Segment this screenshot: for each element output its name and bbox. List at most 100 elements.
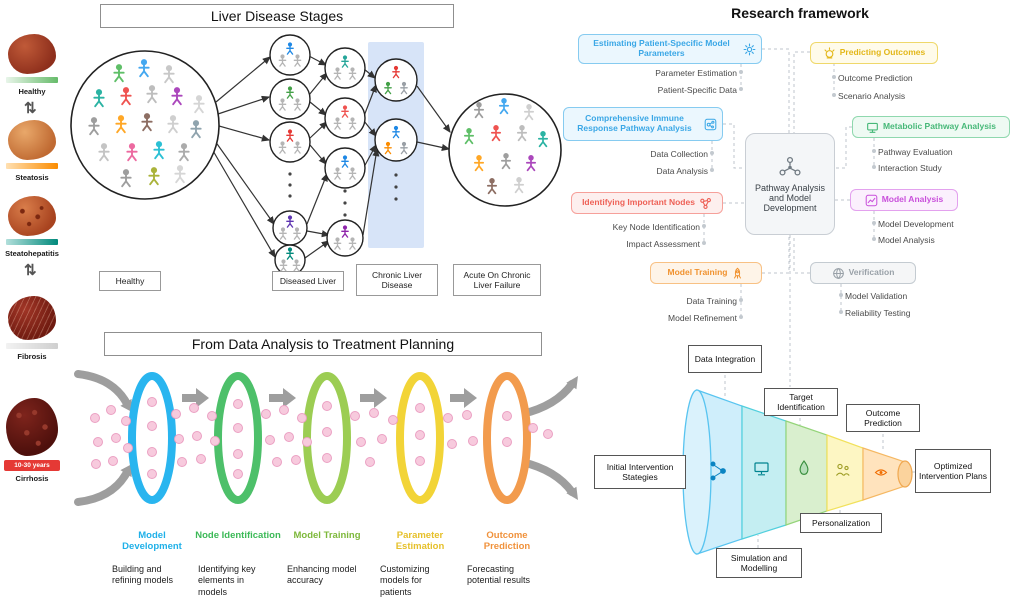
steatohepatitis-liver-image xyxy=(8,196,56,236)
sub-item: Reliability Testing xyxy=(845,308,911,318)
steatohepatitis-stage-label: Steatohepatitis xyxy=(5,249,59,258)
liver-stages-title: Liver Disease Stages xyxy=(100,4,454,28)
branch-label: Estimating Patient-Specific Model Parame… xyxy=(593,38,730,58)
steatosis-stage-label: Steatosis xyxy=(15,173,49,182)
pipeline-stage-label: Model Development xyxy=(122,530,182,553)
sub-item: Key Node Identification xyxy=(612,222,700,232)
flow-arrows xyxy=(211,55,451,259)
funnel-label-outcome-prediction: Outcome Prediction xyxy=(846,404,920,432)
healthy-stage-label: Healthy xyxy=(18,87,46,96)
branch-label: Model Analysis xyxy=(881,194,944,205)
flow-label-chronic-liver-disease: Chronic Liver Disease xyxy=(356,264,438,296)
sub-item: Patient-Specific Data xyxy=(657,85,737,95)
people-icon xyxy=(835,463,850,476)
sub-item: Data Analysis xyxy=(656,166,709,176)
pipeline-stage-desc: Enhancing model accuracy xyxy=(287,564,357,586)
gear-icon xyxy=(743,43,756,56)
eye-icon xyxy=(874,469,888,476)
sub-item: Parameter Estimation xyxy=(655,68,737,78)
pipeline-title: From Data Analysis to Treatment Planning xyxy=(104,332,542,356)
population-network-diagram xyxy=(70,34,562,276)
funnel-outlet xyxy=(897,460,913,488)
updown-arrows-icon: ⇅ xyxy=(24,100,37,117)
monitor-icon xyxy=(754,462,769,476)
fibrosis-stage-bar xyxy=(6,343,58,349)
treatment-pipeline-diagram xyxy=(74,370,578,506)
monitor-icon xyxy=(866,121,879,134)
sub-item: Data Collection xyxy=(650,149,708,159)
steatohepatitis-stage-bar xyxy=(6,239,58,245)
funnel-label-personalization: Personalization xyxy=(800,513,882,533)
flow-label-diseased-liver: Diseased Liver xyxy=(272,271,344,291)
droplet-icon xyxy=(799,460,809,475)
sub-item: Model Validation xyxy=(845,291,908,301)
molecule-network-icon xyxy=(779,156,801,176)
network-icon xyxy=(710,461,726,481)
pipeline-stage-label: Node Identification xyxy=(195,530,281,541)
pipeline-stage-label: Model Training xyxy=(293,530,361,541)
flow-label-acute-on-chronic: Acute On Chronic Liver Failure xyxy=(453,264,541,296)
sub-item: Model Development xyxy=(878,219,954,229)
branch-label: Identifying Important Nodes xyxy=(582,197,695,208)
branch-label: Model Training xyxy=(667,267,728,278)
funnel-mouth xyxy=(682,389,712,555)
pipeline-stage-desc: Forecasting potential results xyxy=(467,564,531,586)
sub-item: Model Refinement xyxy=(668,313,737,323)
branch-label: Predicting Outcomes xyxy=(839,47,926,58)
cirrhosis-stage-label: Cirrhosis xyxy=(15,474,49,483)
branch-estimating-parameters: Estimating Patient-Specific Model Parame… xyxy=(578,34,762,64)
globe-icon xyxy=(832,267,845,280)
rocket-icon xyxy=(731,267,744,280)
pipeline-stage-label: Outcome Prediction xyxy=(483,530,531,553)
updown-arrows-icon: ⇅ xyxy=(24,262,37,279)
branch-identifying-nodes: Identifying Important Nodes xyxy=(571,192,723,214)
branch-model-training: Model Training xyxy=(650,262,762,284)
branch-predicting-outcomes: Predicting Outcomes xyxy=(810,42,938,64)
center-node-label: Pathway Analysis and Model Development xyxy=(754,182,826,213)
sub-item: Scenario Analysis xyxy=(838,91,906,101)
funnel-label-initial-intervention: Initial Intervention Stategies xyxy=(594,455,686,489)
sub-item: Model Analysis xyxy=(878,235,935,245)
connector-dots xyxy=(702,70,876,319)
flow-label-healthy: Healthy xyxy=(99,271,161,291)
branch-label: Metabolic Pathway Analysis xyxy=(882,121,997,132)
branch-model-analysis: Model Analysis xyxy=(850,189,958,211)
pipeline-rings xyxy=(128,372,531,504)
steatosis-liver-image xyxy=(8,120,56,160)
branch-label: Comprehensive Immune Response Pathway An… xyxy=(577,113,692,133)
intervention-funnel xyxy=(682,389,913,555)
arrowheads xyxy=(120,376,578,500)
sub-item: Outcome Prediction xyxy=(838,73,913,83)
branch-label: Verification xyxy=(848,267,895,278)
branch-verification: Verification xyxy=(810,262,916,284)
steatosis-stage-bar xyxy=(6,163,58,169)
sub-item: Impact Assessment xyxy=(626,239,700,249)
ellipsis-dots xyxy=(288,172,398,217)
branch-immune-pathway-analysis: Comprehensive Immune Response Pathway An… xyxy=(563,107,723,141)
pipeline-stage-desc: Building and refining models xyxy=(112,564,174,586)
data-dots xyxy=(90,397,553,479)
pipeline-stage-desc: Identifying key elements in models xyxy=(198,564,256,597)
fibrosis-stage-label: Fibrosis xyxy=(17,352,47,361)
molecule-icon xyxy=(704,118,717,131)
pipeline-stage-desc: Customizing models for patients xyxy=(380,564,430,597)
funnel-label-target-identification: Target Identification xyxy=(764,388,838,416)
sub-item: Data Training xyxy=(686,296,737,306)
healthy-liver-image xyxy=(8,34,56,74)
population-circles xyxy=(70,34,562,276)
fibrosis-liver-image xyxy=(8,296,56,340)
healthy-stage-bar xyxy=(6,77,58,83)
chart-icon xyxy=(865,194,878,207)
crystal-ball-icon xyxy=(823,46,836,60)
cirrhosis-liver-image xyxy=(6,398,58,456)
funnel-label-data-integration: Data Integration xyxy=(688,345,762,373)
pipeline-stage-label: Parameter Estimation xyxy=(395,530,445,553)
research-framework-title: Research framework xyxy=(731,5,869,21)
sub-item: Pathway Evaluation xyxy=(878,147,953,157)
center-node-pathway-analysis: Pathway Analysis and Model Development xyxy=(745,133,835,235)
sub-item: Interaction Study xyxy=(878,163,942,173)
branch-metabolic-pathway-analysis: Metabolic Pathway Analysis xyxy=(852,116,1010,138)
funnel-label-optimized-plans: Optimized Intervention Plans xyxy=(915,449,991,493)
